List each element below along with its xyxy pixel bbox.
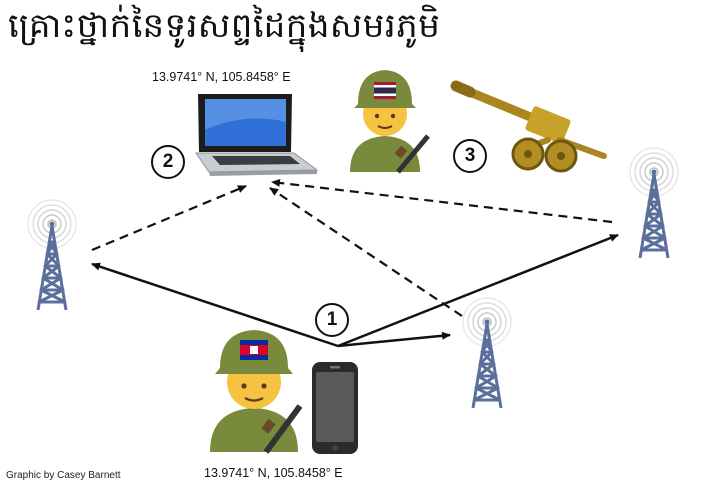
- thai-soldier-icon: [350, 70, 430, 174]
- intercept-arrows: [91, 178, 613, 317]
- graphic-credit: Graphic by Casey Barnett: [6, 470, 121, 481]
- phone-coordinates: 13.9741° N, 105.8458° E: [204, 466, 343, 480]
- signal-arrows: [91, 233, 619, 348]
- cell-tower-icon-center: [461, 296, 513, 410]
- cell-tower-icon-left: [26, 198, 78, 312]
- cambodian-soldier-icon: [210, 330, 303, 454]
- step-1-badge: 1: [315, 303, 349, 337]
- artillery-icon: [450, 80, 607, 173]
- laptop-icon: [195, 94, 319, 176]
- smartphone-icon: [312, 362, 358, 454]
- laptop-coordinates: 13.9741° N, 105.8458° E: [152, 70, 291, 84]
- step-3-badge: 3: [453, 139, 487, 173]
- page-title: គ្រោះថ្នាក់នៃទូរសព្ទដៃក្នុងសមរភូមិ: [8, 6, 441, 46]
- cell-tower-icon-right: [628, 146, 680, 260]
- step-2-badge: 2: [151, 145, 185, 179]
